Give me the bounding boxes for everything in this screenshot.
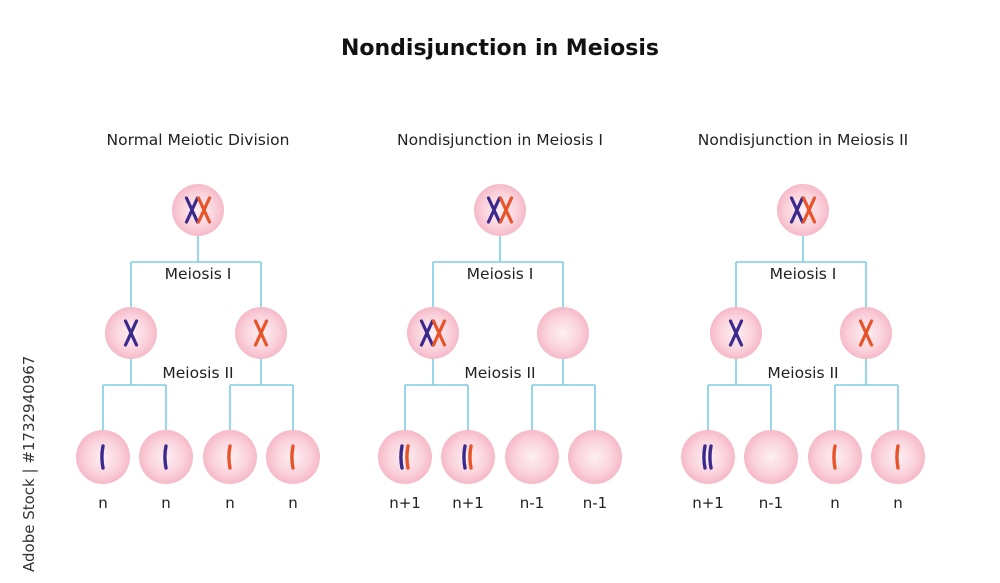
connector-lines (102, 236, 899, 432)
orange-chromosome-icon (253, 319, 269, 347)
orange-chromatid-icon (895, 444, 900, 470)
meiosis1-cell (105, 307, 157, 359)
blue-chromosome-icon (419, 319, 435, 347)
gamete-cell (76, 430, 130, 484)
gamete-cell (139, 430, 193, 484)
ploidy-label: n-1 (582, 494, 608, 512)
blue-chromosome-icon (486, 196, 502, 224)
meiosis-1-label: Meiosis I (748, 264, 858, 284)
ploidy-label: n+1 (389, 494, 421, 512)
orange-chromosome-icon (801, 196, 817, 224)
blue-chromosome-icon (123, 319, 139, 347)
blue-chromosome-icon (184, 196, 200, 224)
orange-chromatid-icon (468, 444, 473, 470)
diagram-title: Nondisjunction in Meiosis (340, 36, 660, 61)
orange-chromosome-icon (431, 319, 447, 347)
orange-chromosome-icon (196, 196, 212, 224)
orange-chromatid-icon (227, 444, 232, 470)
gamete-cell (266, 430, 320, 484)
ploidy-label: n-1 (519, 494, 545, 512)
parent-cell (777, 184, 829, 236)
panel-title: Normal Meiotic Division (106, 131, 290, 149)
gamete-cell (203, 430, 257, 484)
blue-chromatid-icon (399, 444, 404, 470)
panel-title: Nondisjunction in Meiosis I (397, 131, 603, 149)
ploidy-label: n (161, 494, 171, 512)
meiosis-2-label: Meiosis II (445, 363, 555, 383)
blue-chromosome-icon (728, 319, 744, 347)
panel-title: Nondisjunction in Meiosis II (697, 131, 909, 149)
ploidy-label: n (830, 494, 840, 512)
blue-chromatid-icon (163, 444, 168, 470)
gamete-cell (681, 430, 735, 484)
blue-chromatid-icon (462, 444, 467, 470)
ploidy-label: n+1 (692, 494, 724, 512)
meiosis-1-label: Meiosis I (445, 264, 555, 284)
meiosis1-cell (537, 307, 589, 359)
ploidy-label: n (288, 494, 298, 512)
gamete-cell (378, 430, 432, 484)
meiosis1-cell (710, 307, 762, 359)
gamete-cell (568, 430, 622, 484)
meiosis-2-label: Meiosis II (748, 363, 858, 383)
meiosis1-cell (407, 307, 459, 359)
ploidy-label: n (98, 494, 108, 512)
watermark-text: Adobe Stock | #1732940967 (20, 355, 38, 572)
meiosis1-cell (235, 307, 287, 359)
orange-chromatid-icon (405, 444, 410, 470)
orange-chromatid-icon (832, 444, 837, 470)
orange-chromosome-icon (498, 196, 514, 224)
gamete-cell (808, 430, 862, 484)
ploidy-label: n+1 (452, 494, 484, 512)
parent-cell (474, 184, 526, 236)
gamete-cell (744, 430, 798, 484)
parent-cell (172, 184, 224, 236)
blue-chromatid-icon (100, 444, 105, 470)
meiosis-2-label: Meiosis II (143, 363, 253, 383)
orange-chromosome-icon (858, 319, 874, 347)
ploidy-label: n (893, 494, 903, 512)
meiosis1-cell (840, 307, 892, 359)
meiosis-1-label: Meiosis I (143, 264, 253, 284)
blue-chromosome-icon (789, 196, 805, 224)
blue-chromatid-icon (702, 444, 707, 470)
ploidy-label: n (225, 494, 235, 512)
ploidy-label: n-1 (758, 494, 784, 512)
blue-chromatid-icon (708, 444, 713, 470)
gamete-cell (871, 430, 925, 484)
orange-chromatid-icon (290, 444, 295, 470)
gamete-cell (441, 430, 495, 484)
gamete-cell (505, 430, 559, 484)
